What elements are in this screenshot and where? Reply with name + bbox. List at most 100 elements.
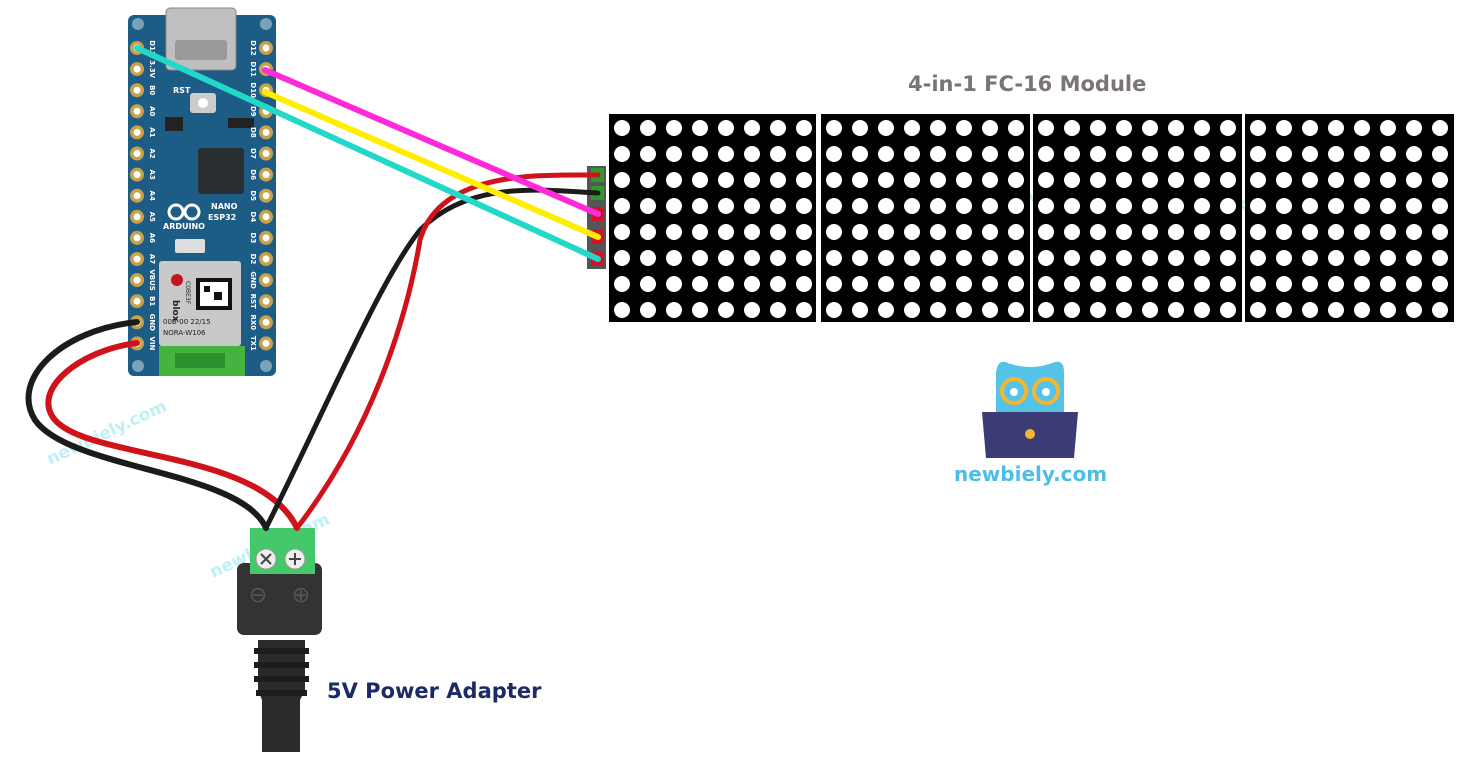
led-dot <box>1142 302 1158 318</box>
led-dot <box>1250 146 1266 162</box>
arduino-nano-esp32: D133.3VB0A0A1A2A3A4A5A6A7VBUSB1GNDVIND12… <box>128 7 276 376</box>
pin-label: B0 <box>148 85 156 95</box>
pin-label: B1 <box>148 296 156 306</box>
led-dot <box>640 302 656 318</box>
wire-clk <box>134 45 601 262</box>
led-dot <box>718 276 734 292</box>
led-dot <box>1168 198 1184 214</box>
led-dot <box>744 146 760 162</box>
led-dot <box>826 250 842 266</box>
led-dot <box>1168 276 1184 292</box>
led-dot <box>1406 198 1422 214</box>
pin-label: GND <box>148 314 156 332</box>
matrix-panel-3 <box>1033 114 1242 322</box>
led-dot <box>614 120 630 136</box>
led-dot <box>1142 198 1158 214</box>
led-dot <box>692 302 708 318</box>
led-dot <box>1432 172 1448 188</box>
led-dot <box>1194 302 1210 318</box>
led-dot <box>904 302 920 318</box>
led-dot <box>1354 198 1370 214</box>
led-dot <box>1116 120 1132 136</box>
led-dot <box>1220 276 1236 292</box>
pin-label: D5 <box>249 190 257 201</box>
pin-label: VBUS <box>148 269 156 290</box>
led-dot <box>666 224 682 240</box>
led-dot <box>1090 276 1106 292</box>
led-dot <box>904 120 920 136</box>
led-dot <box>1194 276 1210 292</box>
led-dot <box>796 250 812 266</box>
led-dot <box>956 250 972 266</box>
led-dot <box>718 250 734 266</box>
led-dot <box>1302 276 1318 292</box>
led-dot <box>1380 276 1396 292</box>
led-dot <box>1302 146 1318 162</box>
led-dot <box>826 224 842 240</box>
led-matrix-module <box>609 114 1454 322</box>
pin-label: D10 <box>249 82 257 98</box>
led-dot <box>640 198 656 214</box>
plus-symbol: ⊕ <box>292 583 310 608</box>
wire-gnd-board <box>25 319 269 531</box>
led-dot <box>744 224 760 240</box>
led-dot <box>744 302 760 318</box>
led-dot <box>1328 146 1344 162</box>
led-dot <box>614 224 630 240</box>
module-title: 4-in-1 FC-16 Module <box>908 72 1147 96</box>
led-dot <box>1432 198 1448 214</box>
led-dot <box>904 146 920 162</box>
pin-label: D12 <box>249 40 257 56</box>
led-dot <box>770 302 786 318</box>
led-dot <box>1194 146 1210 162</box>
led-dot <box>1328 250 1344 266</box>
led-dot <box>930 224 946 240</box>
led-dot <box>796 120 812 136</box>
led-dot <box>1008 224 1024 240</box>
pin-label: A5 <box>148 212 156 222</box>
led-dot <box>614 172 630 188</box>
led-dot <box>640 276 656 292</box>
led-dot <box>852 120 868 136</box>
led-dot <box>692 146 708 162</box>
newbiely-logo <box>982 361 1078 458</box>
led-dot <box>1432 120 1448 136</box>
board-rst-label: RST <box>173 86 191 95</box>
led-dot <box>1432 276 1448 292</box>
led-dot <box>982 276 998 292</box>
led-dot <box>1142 146 1158 162</box>
led-dot <box>770 276 786 292</box>
led-dot <box>1354 302 1370 318</box>
led-dot <box>614 250 630 266</box>
led-dot <box>982 224 998 240</box>
led-dot <box>744 276 760 292</box>
led-dot <box>640 172 656 188</box>
led-dot <box>878 276 894 292</box>
led-dot <box>666 198 682 214</box>
pin-label: D9 <box>249 106 257 117</box>
pin-label: A1 <box>148 127 156 137</box>
led-dot <box>614 146 630 162</box>
led-dot <box>956 224 972 240</box>
led-dot <box>1064 224 1080 240</box>
led-dot <box>1194 250 1210 266</box>
led-dot <box>1008 198 1024 214</box>
led-dot <box>852 146 868 162</box>
led-dot <box>1406 250 1422 266</box>
led-dot <box>1008 120 1024 136</box>
led-dot <box>718 302 734 318</box>
led-dot <box>1038 198 1054 214</box>
led-dot <box>852 276 868 292</box>
led-dot <box>1142 120 1158 136</box>
led-dot <box>1038 120 1054 136</box>
led-dot <box>770 250 786 266</box>
led-dot <box>1276 302 1292 318</box>
led-dot <box>1008 250 1024 266</box>
led-dot <box>930 146 946 162</box>
led-dot <box>1220 250 1236 266</box>
pin-label: D7 <box>249 148 257 159</box>
led-dot <box>1406 302 1422 318</box>
led-dot <box>1116 302 1132 318</box>
led-dot <box>1250 224 1266 240</box>
led-dot <box>1064 250 1080 266</box>
